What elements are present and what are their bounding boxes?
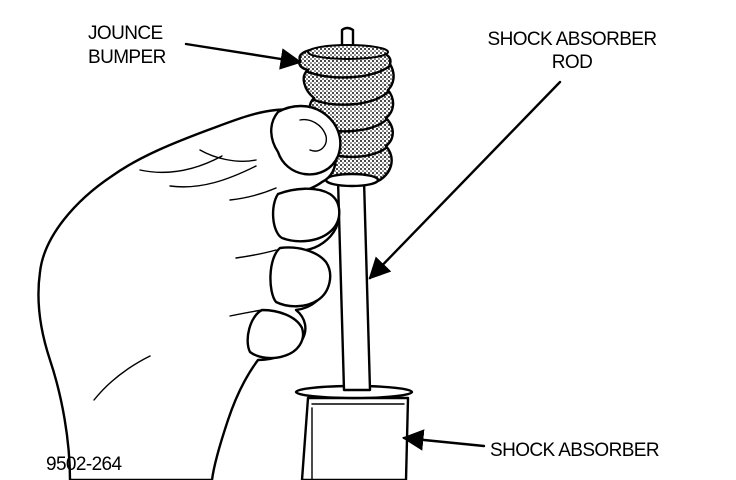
shock-absorber-rod — [336, 178, 372, 392]
shock-absorber-label: SHOCK ABSORBER — [490, 440, 659, 461]
jounce-bumper-leader-arrow — [184, 42, 303, 70]
shock-absorber-rod-label-line1: SHOCK ABSORBER — [488, 29, 657, 50]
hand — [37, 104, 342, 480]
rod-leader-arrow — [368, 80, 562, 280]
jounce-bumper-label-line2: BUMPER — [88, 47, 166, 68]
shock-absorber-rod-label-line2: ROD — [552, 52, 592, 73]
shock-absorber-body — [300, 396, 410, 480]
jounce-bumper — [298, 44, 395, 188]
shock-absorber-leader-arrow — [401, 429, 486, 451]
jounce-bumper-label-line1: JOUNCE — [88, 23, 163, 44]
figure-number: 9502-264 — [46, 454, 123, 475]
